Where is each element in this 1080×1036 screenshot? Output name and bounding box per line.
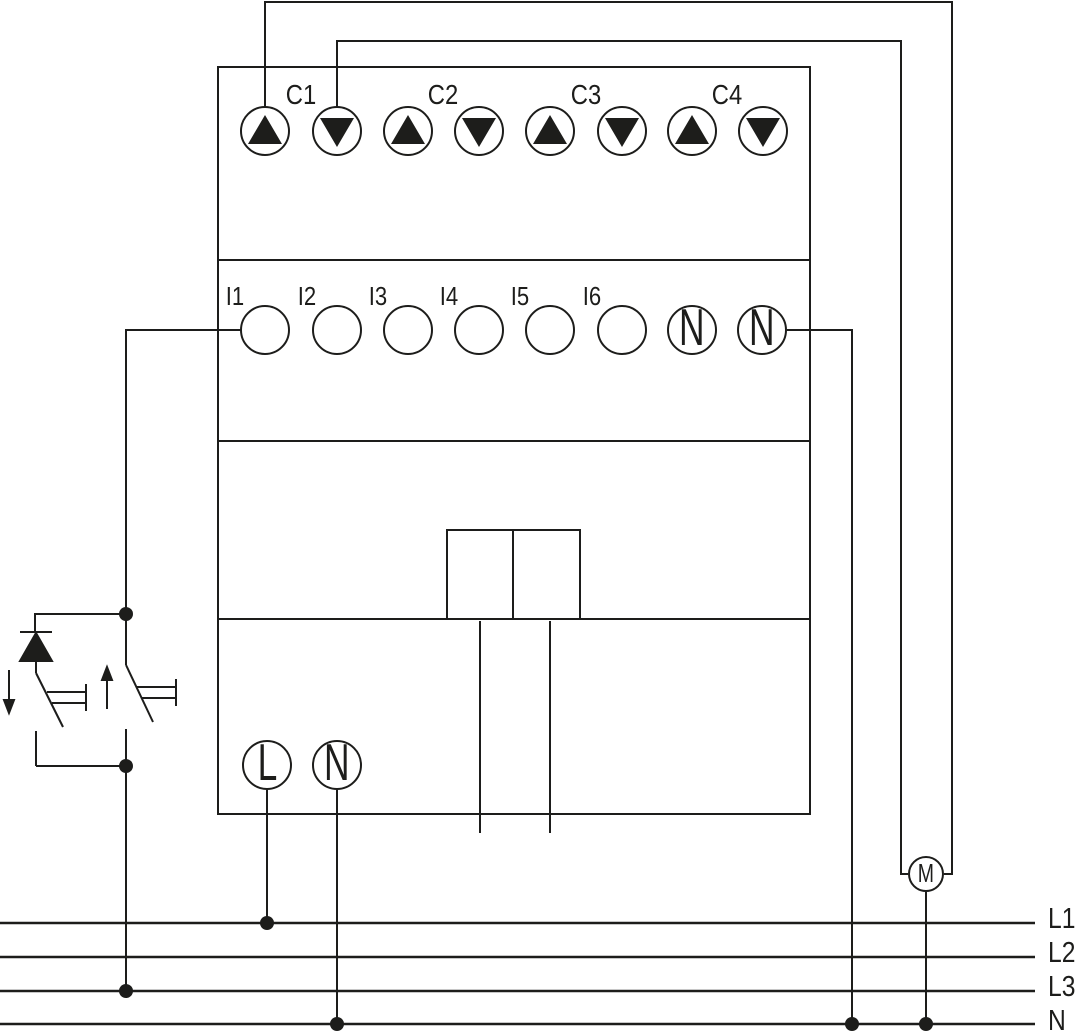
junction-dot (119, 984, 133, 998)
terminal-letter: N (749, 299, 775, 357)
bus-label-l1: L1 (1048, 902, 1076, 935)
up-arrow-icon (675, 115, 709, 144)
down-arrow-icon (462, 118, 496, 147)
wire-neutral-terminal-to-n (787, 329, 853, 1024)
wire-c1-down-to-motor (336, 40, 908, 875)
junction-dot (330, 1017, 344, 1031)
channel-label-c2: C2 (427, 79, 459, 110)
neutral-terminal-2: N (737, 299, 787, 357)
junction-dot (845, 1017, 859, 1031)
terminal-letter: N (324, 734, 350, 792)
relay-block-right (512, 529, 581, 620)
down-arrow-icon (320, 118, 354, 147)
motor-symbol: M (908, 856, 944, 892)
down-arrow-icon (746, 118, 780, 147)
up-arrow-icon (533, 115, 567, 144)
terminal-c2-down (454, 106, 504, 156)
supply-terminal-n: N (312, 734, 362, 792)
bus-label-n: N (1048, 1004, 1066, 1036)
diode-icon (18, 630, 54, 662)
up-arrow-icon (391, 115, 425, 144)
bus-label-l2: L2 (1048, 936, 1076, 969)
channel-label-c4: C4 (711, 79, 743, 110)
up-arrow-icon (248, 115, 282, 144)
input-label-i6: I6 (582, 281, 602, 311)
input-terminal-i3 (383, 305, 433, 355)
input-terminal-i5 (525, 305, 575, 355)
wire-c1-up-to-motor (264, 1, 953, 875)
relay-block-left (446, 529, 514, 620)
terminal-c4-down (738, 106, 788, 156)
motor-letter: M (917, 858, 935, 888)
terminal-letter: L (257, 734, 277, 792)
supply-terminal-l: L (242, 734, 292, 792)
terminal-c1-down (312, 106, 362, 156)
input-terminal-i4 (454, 305, 504, 355)
junction-dot (919, 1017, 933, 1031)
junction-dot (260, 916, 274, 930)
wire-diode-branch (34, 613, 126, 632)
neutral-terminal-1: N (667, 299, 717, 357)
input-label-i5: I5 (510, 281, 530, 311)
channel-label-c1: C1 (285, 79, 317, 110)
terminal-c4-up (667, 106, 717, 156)
junction-dot (119, 759, 133, 773)
input-terminal-i1 (240, 305, 290, 355)
down-switch-blade (35, 672, 64, 728)
input-label-i4: I4 (439, 281, 459, 311)
terminal-c3-up (525, 106, 575, 156)
input-label-i1: I1 (225, 281, 245, 311)
terminal-c3-down (597, 106, 647, 156)
channel-label-c3: C3 (570, 79, 602, 110)
input-terminal-i6 (597, 305, 647, 355)
up-switch-blade (125, 664, 154, 723)
wire-i1-to-switch (125, 329, 241, 614)
bus-label-l3: L3 (1048, 970, 1076, 1003)
input-terminal-i2 (312, 305, 362, 355)
terminal-c2-up (383, 106, 433, 156)
down-arrow-icon (2, 699, 16, 716)
up-arrow-icon (100, 664, 114, 681)
terminal-letter: N (679, 299, 705, 357)
input-label-i3: I3 (368, 281, 388, 311)
junction-dot (119, 607, 133, 621)
down-arrow-icon (605, 118, 639, 147)
terminal-c1-up (240, 106, 290, 156)
input-label-i2: I2 (297, 281, 317, 311)
